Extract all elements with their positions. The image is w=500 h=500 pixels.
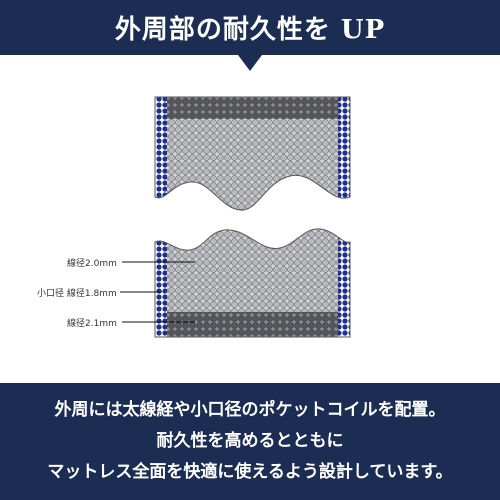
title-banner: 外周部の耐久性を UP [0, 0, 500, 55]
description-line-1: 外周には太線経や小口径のポケットコイルを配置。 [54, 400, 446, 420]
upper-mattress-section [154, 96, 351, 211]
down-arrow-icon [238, 55, 262, 71]
description-banner: 外周には太線経や小口径のポケットコイルを配置。 耐久性を高めるとともに マットレ… [0, 383, 500, 500]
description-line-3: マットレス全面を快適に使えるよう設計しています。 [47, 462, 453, 482]
page-title: 外周部の耐久性を UP [114, 15, 386, 45]
description-line-2: 耐久性を高めるとともに [156, 431, 344, 451]
lower-mattress-section [154, 228, 351, 338]
label-wire-2-0: 線径2.0mm [67, 259, 117, 269]
label-wire-1-8-small: 小口径 線径1.8mm [37, 289, 117, 299]
label-wire-2-1: 線径2.1mm [67, 319, 117, 329]
